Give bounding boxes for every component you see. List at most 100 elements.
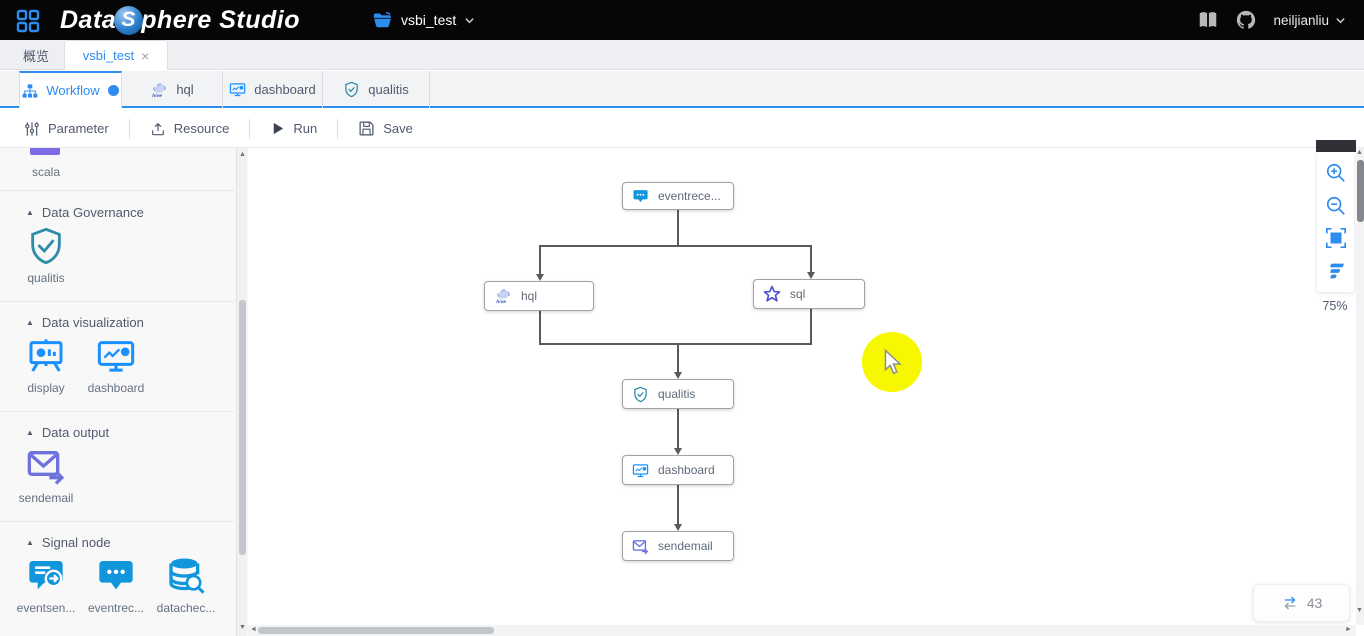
node-hql[interactable]: hive hql [484, 281, 594, 311]
mail-send-icon [632, 539, 649, 554]
book-icon[interactable] [1197, 9, 1219, 31]
logo-part2: phere [141, 5, 212, 34]
canvas-hscroll-thumb[interactable] [258, 627, 494, 634]
scroll-left-icon[interactable]: ◄ [250, 626, 257, 633]
workflow-toolbar: Parameter Resource Run Save [0, 110, 1364, 148]
canvas-vscroll-thumb[interactable] [1356, 160, 1364, 222]
scala-icon[interactable] [30, 148, 60, 155]
github-icon[interactable] [1235, 9, 1257, 31]
tab-dashboard[interactable]: dashboard [223, 71, 323, 108]
chevron-down-icon [465, 17, 474, 23]
svg-text:hive: hive [496, 299, 506, 305]
mail-send-icon [27, 451, 65, 485]
format-layout-icon[interactable] [1325, 260, 1347, 282]
divider [0, 190, 234, 191]
easel-chart-icon [29, 339, 63, 372]
scroll-down-icon[interactable]: ▼ [239, 624, 246, 631]
logo-part1: Data [60, 5, 117, 34]
divider [249, 118, 251, 139]
run-button[interactable]: Run [264, 121, 323, 136]
divider [128, 118, 130, 139]
arrowhead [807, 272, 815, 279]
divider [0, 301, 234, 302]
project-selector[interactable]: vsbi_test [372, 0, 475, 40]
username: neiljianliu [1273, 12, 1329, 28]
zoom-in-icon[interactable] [1325, 162, 1347, 184]
fit-view-icon[interactable] [1325, 227, 1347, 249]
edge [677, 485, 679, 525]
tab-overview[interactable]: 概览 [22, 48, 49, 64]
palette-item-dashboard[interactable]: dashboard [83, 336, 149, 395]
edge [539, 245, 812, 247]
monitor-chart-icon [230, 83, 246, 97]
scroll-up-icon[interactable]: ▲ [239, 151, 246, 158]
upload-icon [151, 122, 164, 135]
scroll-down-icon[interactable]: ▼ [1356, 607, 1363, 614]
divider [0, 521, 234, 522]
chat-send-icon [29, 561, 63, 590]
palette-item-eventsender[interactable]: eventsen... [13, 556, 79, 615]
tab-workflow[interactable]: Workflow [19, 71, 122, 108]
spark-star-icon [763, 285, 781, 302]
close-icon[interactable]: × [141, 47, 150, 64]
node-sendemail[interactable]: sendemail [622, 531, 734, 561]
section-data-output[interactable]: ▲ Data output [26, 424, 110, 440]
page-tab-bar: 概览 vsbi_test × [0, 40, 1364, 70]
node-dashboard[interactable]: dashboard [622, 455, 734, 485]
sliders-icon [25, 121, 39, 136]
execution-count-badge[interactable]: 43 [1253, 584, 1350, 622]
canvas-horizontal-scrollbar[interactable] [248, 625, 1356, 636]
play-icon [274, 122, 284, 135]
resource-button[interactable]: Resource [144, 121, 236, 137]
parameter-button[interactable]: Parameter [18, 121, 115, 137]
tab-vsbi-test[interactable]: vsbi_test × [64, 40, 168, 70]
execution-count: 43 [1306, 595, 1323, 611]
section-signal-node[interactable]: ▲ Signal node [26, 534, 111, 550]
edge [539, 245, 541, 275]
node-sql[interactable]: sql [753, 279, 865, 309]
arrowhead [536, 274, 544, 281]
palette-item-eventreceiver[interactable]: eventrec... [83, 556, 149, 615]
project-name: vsbi_test [401, 12, 457, 28]
edge [677, 343, 679, 373]
save-button[interactable]: Save [352, 120, 419, 137]
section-data-governance[interactable]: ▲ Data Governance [26, 204, 144, 220]
scroll-right-icon[interactable]: ► [1345, 626, 1352, 633]
canvas-zoom-toolbar [1317, 152, 1354, 292]
status-dot [107, 85, 119, 96]
node-qualitis[interactable]: qualitis [622, 379, 734, 409]
workflow-canvas[interactable] [248, 148, 1356, 625]
canvas-top-strip [1316, 140, 1356, 152]
palette-item-qualitis[interactable]: qualitis [13, 226, 79, 285]
arrowhead [674, 448, 682, 455]
palette-item-sendemail[interactable]: sendemail [13, 446, 79, 505]
palette-item-datachecker[interactable]: datachec... [153, 556, 219, 615]
tab-qualitis[interactable]: qualitis [323, 71, 430, 108]
edge [539, 311, 541, 344]
scroll-up-icon[interactable]: ▲ [1356, 149, 1363, 156]
collapse-icon: ▲ [26, 537, 34, 547]
node-eventreceiver[interactable]: eventrece... [622, 182, 734, 210]
edge [810, 245, 812, 273]
tab-hql[interactable]: hive hql [122, 71, 223, 108]
sidebar-scrollbar[interactable]: ▲ ▼ [236, 148, 247, 636]
section-data-visualization[interactable]: ▲ Data visualization [26, 314, 144, 330]
sidebar-scroll-thumb[interactable] [239, 300, 246, 555]
canvas-vertical-scrollbar[interactable] [1356, 148, 1364, 625]
palette-item-scala[interactable]: scala [31, 165, 60, 179]
collapse-icon: ▲ [26, 317, 34, 327]
chat-dots-icon [633, 189, 648, 202]
user-menu[interactable]: neiljianliu [1273, 13, 1346, 28]
save-icon [359, 121, 374, 136]
monitor-chart-icon [97, 341, 135, 372]
palette-item-display[interactable]: display [13, 336, 79, 395]
app-grid-icon[interactable] [16, 9, 40, 33]
edge [677, 210, 679, 246]
folder-icon [373, 11, 391, 27]
zoom-out-icon[interactable] [1325, 195, 1347, 217]
hive-icon: hive [153, 82, 167, 98]
monitor-chart-icon [632, 463, 649, 477]
collapse-icon: ▲ [26, 207, 34, 217]
